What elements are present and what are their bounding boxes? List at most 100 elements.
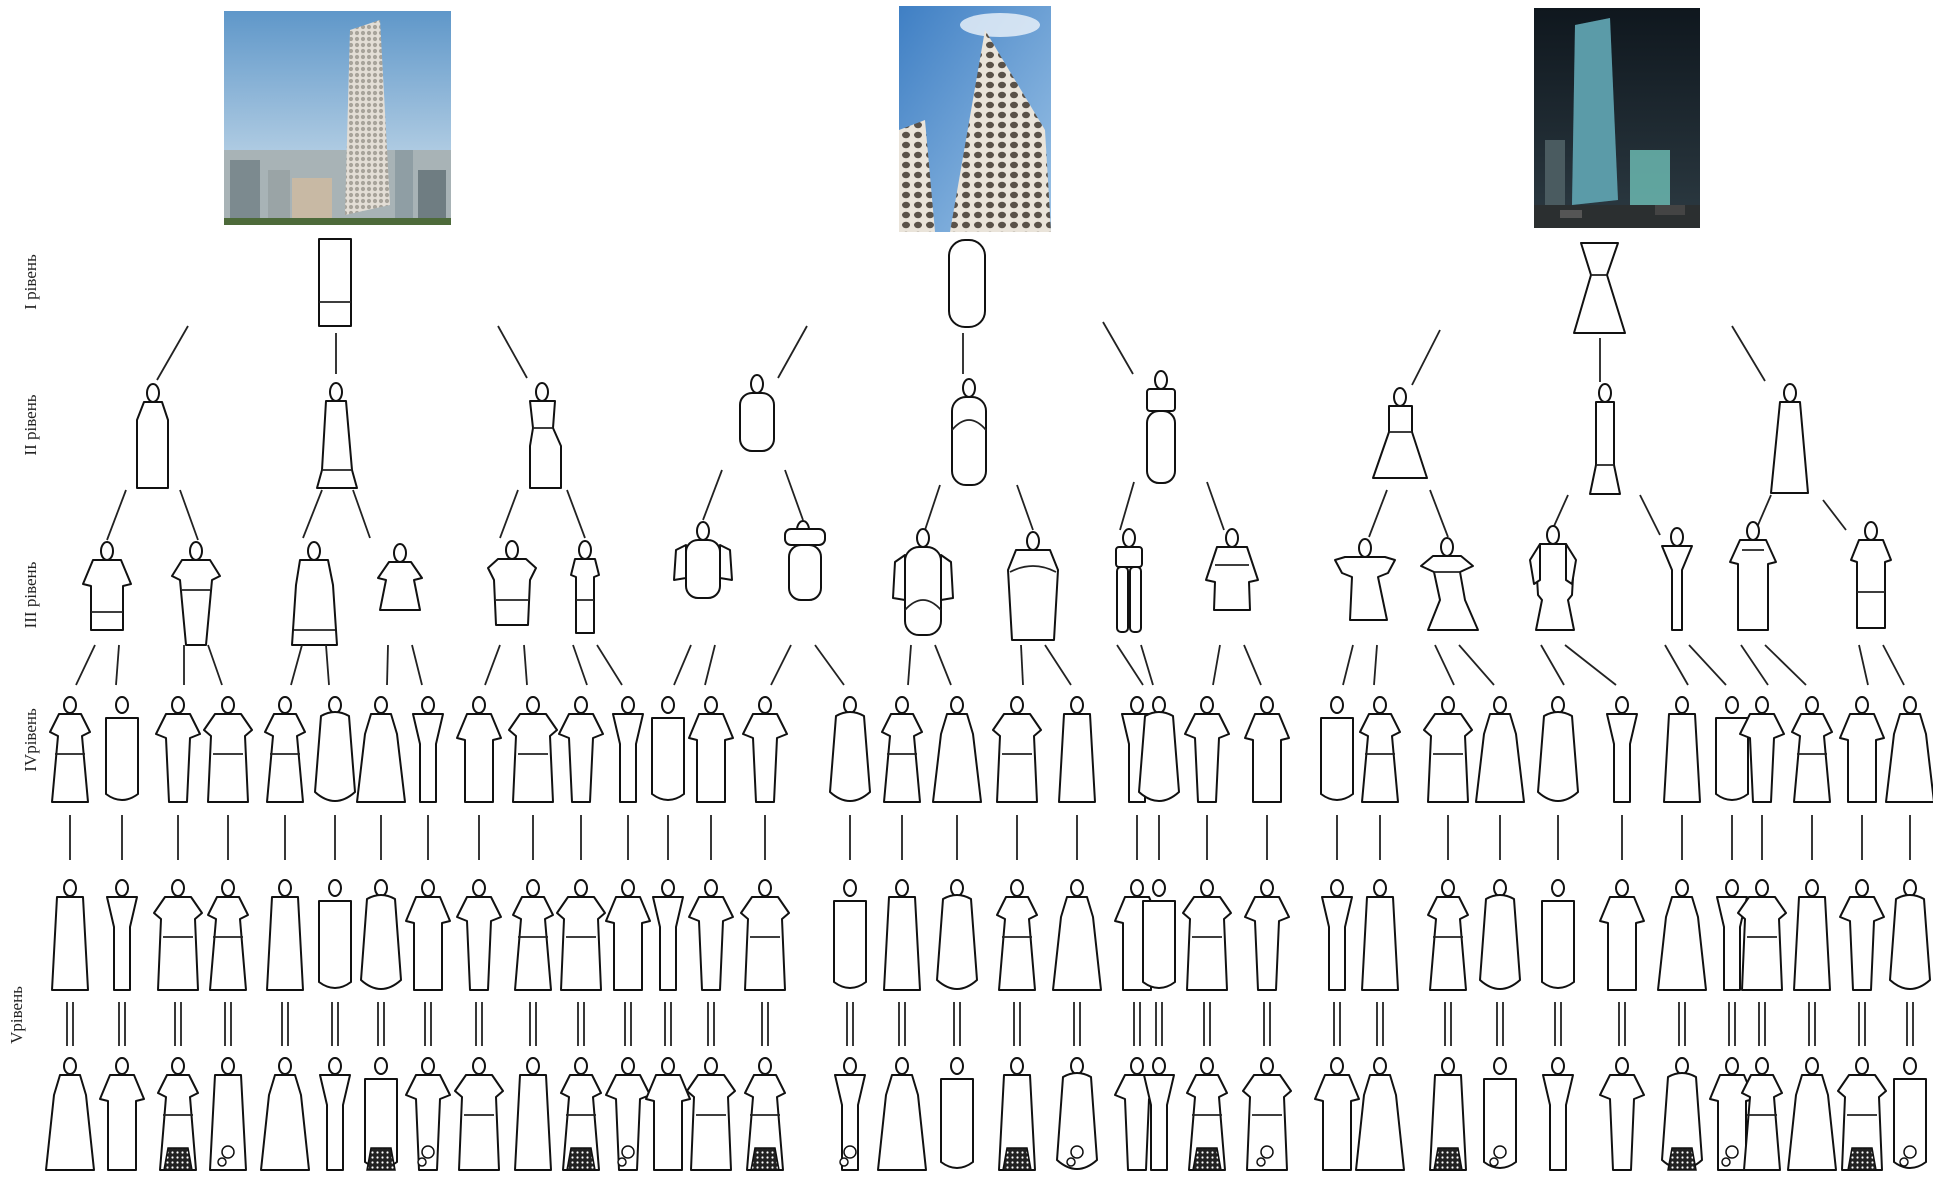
level-5-final-figure xyxy=(455,1058,503,1170)
level-5-final-figure xyxy=(1187,1058,1227,1170)
glass-tower-night-photo xyxy=(1534,8,1700,228)
level-1-shape-rectangle xyxy=(319,239,351,326)
level-5-final-figure xyxy=(1057,1058,1097,1169)
level-4-figure xyxy=(830,697,870,801)
level-5-patterned-figure xyxy=(361,880,401,989)
level-4-figure xyxy=(315,697,355,801)
level-5-patterned-figure xyxy=(406,880,450,990)
level-2-figure-4 xyxy=(740,375,774,451)
level-3-figure-18 xyxy=(1851,522,1891,628)
level-5-patterned-figure xyxy=(52,880,88,990)
level-5-final-figure xyxy=(1543,1058,1573,1170)
level-5-final-figure xyxy=(835,1058,865,1170)
level-4-figure xyxy=(1424,697,1472,802)
level-5-patterned-figure xyxy=(557,880,605,990)
level-5-patterned-figure xyxy=(1053,880,1101,990)
level-5-final-figure xyxy=(606,1058,650,1170)
level-4-figure xyxy=(1886,697,1933,802)
level-3-figure-14 xyxy=(1421,538,1478,630)
level-4-figure xyxy=(1139,697,1179,801)
level-4-figure xyxy=(265,697,305,802)
level-5-patterned-figure xyxy=(1542,880,1574,988)
level-5-final-figure xyxy=(1243,1058,1291,1170)
level-4-figure xyxy=(357,697,405,802)
level-5-final-figure xyxy=(100,1058,144,1170)
level-5-final-figure xyxy=(365,1058,397,1170)
level-5-final-figure xyxy=(261,1058,309,1170)
level-5-patterned-figure xyxy=(1600,880,1644,990)
level-1-label: I рівень xyxy=(21,254,40,310)
level-5-patterned-figure xyxy=(1183,880,1231,990)
level-4-label: IVрівень xyxy=(21,708,40,772)
level-3-figure-12 xyxy=(1206,529,1258,610)
level-5-patterned-figure xyxy=(319,880,351,988)
level-4-figure xyxy=(413,697,443,802)
honeycomb-facade-tower-photo xyxy=(899,6,1051,232)
level-4-figure xyxy=(1716,697,1748,800)
level-5-final-figure xyxy=(1356,1058,1404,1170)
level-5-patterned-figure xyxy=(1840,880,1884,990)
level-3-figure-2 xyxy=(172,542,220,645)
level-4-figure xyxy=(1245,697,1289,802)
level-4-figure xyxy=(1840,697,1884,802)
level-4-figures xyxy=(50,697,1933,802)
level-2-figure-5 xyxy=(952,379,986,485)
level-5-patterned-figure xyxy=(606,880,650,990)
level-4-figure xyxy=(1792,697,1832,802)
level-4-figure xyxy=(882,697,922,802)
level-4-figure xyxy=(509,697,557,802)
level-4-figure xyxy=(50,697,90,802)
level-5-patterned-figure xyxy=(1322,880,1352,990)
level-3-figure-7 xyxy=(674,522,732,598)
level-2-figures xyxy=(137,371,1808,494)
level-5-final-figure xyxy=(1788,1058,1836,1170)
level-5-patterned-figure xyxy=(1428,880,1468,990)
level-5-final-figure xyxy=(1600,1058,1644,1170)
level-3-label: III рівень xyxy=(21,561,40,628)
level-3-figure-15 xyxy=(1530,526,1576,630)
level-4-figure xyxy=(933,697,981,802)
twisted-white-skyscraper-photo xyxy=(224,11,451,225)
level-5-final-figure xyxy=(406,1058,450,1170)
level-2-figure-1 xyxy=(137,384,168,488)
level-5-final-figure xyxy=(158,1058,198,1170)
level-5-final-figure xyxy=(561,1058,601,1170)
level-4-figure xyxy=(204,697,252,802)
level-4-figure xyxy=(1476,697,1524,802)
level-5-final-figure xyxy=(1484,1058,1516,1168)
level-2-figure-6 xyxy=(1147,371,1175,483)
level-5-patterned-figure xyxy=(1480,880,1520,989)
level-5-patterned-figure xyxy=(1245,880,1289,990)
level-5-label: Vрівень xyxy=(7,986,26,1044)
level-5-final-figure xyxy=(1742,1058,1782,1170)
level-4-figure xyxy=(1360,697,1400,802)
level-5-patterned-figure xyxy=(267,880,303,990)
level-5-final-figures xyxy=(46,1058,1926,1170)
level-4-figure xyxy=(743,697,787,802)
level-3-figure-1 xyxy=(83,542,131,630)
level-5-final-figure xyxy=(1315,1058,1359,1170)
level-2-figure-9 xyxy=(1771,384,1808,493)
level-3-to-4-connectors xyxy=(76,645,1904,685)
level-3-figure-5 xyxy=(488,541,536,625)
level-5-final-figure xyxy=(999,1058,1035,1170)
level-5-patterned-figures xyxy=(52,880,1930,990)
level-5-patterned-figure xyxy=(1794,880,1830,990)
level-5-final-figure xyxy=(1662,1058,1702,1170)
level-4-figure xyxy=(457,697,501,802)
level-5-final-figure xyxy=(878,1058,926,1170)
level-5-patterned-figure xyxy=(653,880,683,990)
level-3-figure-6 xyxy=(571,541,599,633)
level-2-figure-8 xyxy=(1590,384,1620,494)
level-4-to-5-connectors xyxy=(70,815,1910,860)
level-4-figure xyxy=(106,697,138,800)
level-4-figure xyxy=(1321,697,1353,800)
level-5-final-figure xyxy=(1430,1058,1466,1170)
level-5-final-figure xyxy=(320,1058,350,1170)
level-3-figures xyxy=(83,521,1891,645)
level-4-figure xyxy=(1538,697,1578,801)
level-5-final-figure xyxy=(1894,1058,1926,1168)
level-5-patterned-figure xyxy=(107,880,137,990)
level-5-final-figure xyxy=(745,1058,785,1170)
level-1-shape-hourglass xyxy=(1574,243,1625,333)
